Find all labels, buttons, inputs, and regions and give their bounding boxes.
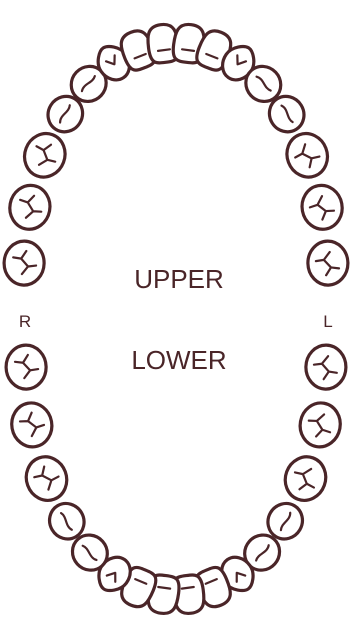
upper-tooth-14-molar <box>281 128 334 183</box>
lower-tooth-1-molar <box>305 345 346 390</box>
upper-tooth-16-molar <box>307 241 348 286</box>
lower-tooth-15-molar <box>8 400 55 450</box>
upper-tooth-3-molar <box>18 128 71 183</box>
lower-tooth-14-molar <box>20 451 73 506</box>
lower-arch-label: LOWER <box>131 345 226 375</box>
upper-tooth-2-molar <box>6 182 53 233</box>
left-side-label: L <box>323 312 332 331</box>
lower-tooth-16-molar <box>6 345 47 390</box>
right-side-label: R <box>19 312 31 331</box>
tooth-groove <box>182 49 194 51</box>
upper-arch-label: UPPER <box>134 264 224 294</box>
upper-arch <box>4 23 349 286</box>
lower-tooth-3-molar <box>279 451 332 506</box>
upper-tooth-1-molar <box>4 241 45 286</box>
lower-tooth-2-molar <box>297 400 344 450</box>
tooth-groove <box>158 49 170 51</box>
lower-arch <box>6 345 347 616</box>
upper-tooth-15-molar <box>298 182 345 233</box>
